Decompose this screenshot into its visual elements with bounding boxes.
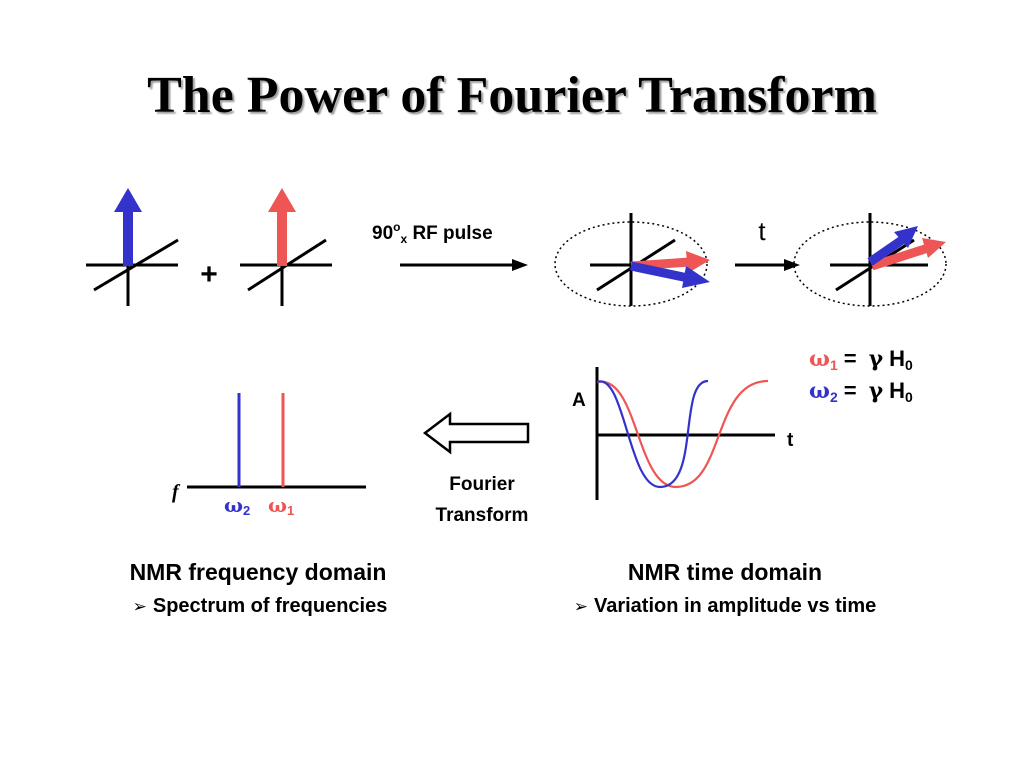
time-domain-plot: A t	[572, 367, 794, 500]
slide-title: The Power of Fourier Transform	[147, 67, 877, 124]
plus-sign: +	[200, 258, 218, 291]
fourier-label-line1: Fourier	[449, 474, 515, 495]
freq-domain-title: NMR frequency domain	[130, 559, 387, 585]
fid-curve-red	[596, 379, 769, 489]
precession-ellipse-1	[554, 221, 708, 307]
fourier-transform-arrow	[422, 411, 530, 455]
time-arrow	[735, 259, 800, 271]
time-plot-y-label: A	[572, 390, 586, 411]
precession-ellipse-2	[793, 221, 947, 307]
blue-vector-arrow	[114, 188, 142, 266]
rf-pulse-label: 90ox RF pulse	[372, 220, 493, 246]
time-domain-title: NMR time domain	[628, 559, 822, 585]
peak-omega2-label: ω2	[224, 493, 250, 518]
time-domain-bullet: ➢Variation in amplitude vs time	[574, 595, 877, 617]
fourier-label-line2: Transform	[436, 505, 529, 526]
freq-plot-axis-label: f	[172, 481, 181, 503]
time-plot-x-label: t	[787, 430, 794, 451]
rf-pulse-arrow	[400, 259, 528, 271]
peak-omega1-label: ω1	[268, 493, 294, 518]
fid-curve-blue	[596, 379, 709, 489]
red-vector-arrow	[268, 188, 296, 266]
freq-domain-bullet: ➢Spectrum of frequencies	[133, 595, 388, 617]
time-label-top: t	[758, 216, 766, 246]
blue-vector-transverse-1	[630, 261, 710, 288]
frequency-domain-plot: f ω2 ω1	[172, 393, 366, 518]
blue-vector-dephased	[867, 226, 918, 266]
red-vector-dephased	[870, 238, 946, 271]
